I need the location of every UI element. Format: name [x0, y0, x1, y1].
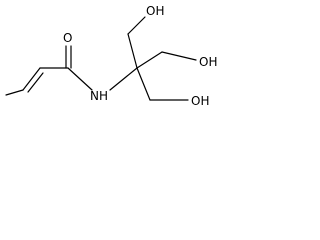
vinyl-double-bond-inner — [27, 72, 44, 93]
top-ch2-to-oh-bond — [127, 16, 146, 35]
carbonyl-oxygen-label: O — [63, 31, 72, 45]
carbonyl-to-nitrogen-bond — [67, 67, 93, 91]
nitrogen-to-quaternary-carbon-bond — [109, 67, 138, 91]
right-ch2-to-oh-bond — [161, 51, 197, 61]
amide-nitrogen-label: NH — [90, 89, 108, 103]
hydroxyl-top-label: OH — [146, 4, 164, 18]
vinyl-single-bond — [5, 89, 24, 96]
quaternary-to-top-ch2-bond — [127, 33, 138, 69]
chemical-structure: O NH OH OH OH — [5, 4, 217, 108]
quaternary-to-right-ch2-bond — [136, 51, 163, 69]
hydroxyl-bottom-label: OH — [191, 94, 209, 108]
vinyl-double-bond-outer — [22, 67, 41, 91]
quaternary-to-bottom-ch2-bond — [136, 67, 151, 101]
hydroxyl-middle-label: OH — [199, 55, 217, 69]
